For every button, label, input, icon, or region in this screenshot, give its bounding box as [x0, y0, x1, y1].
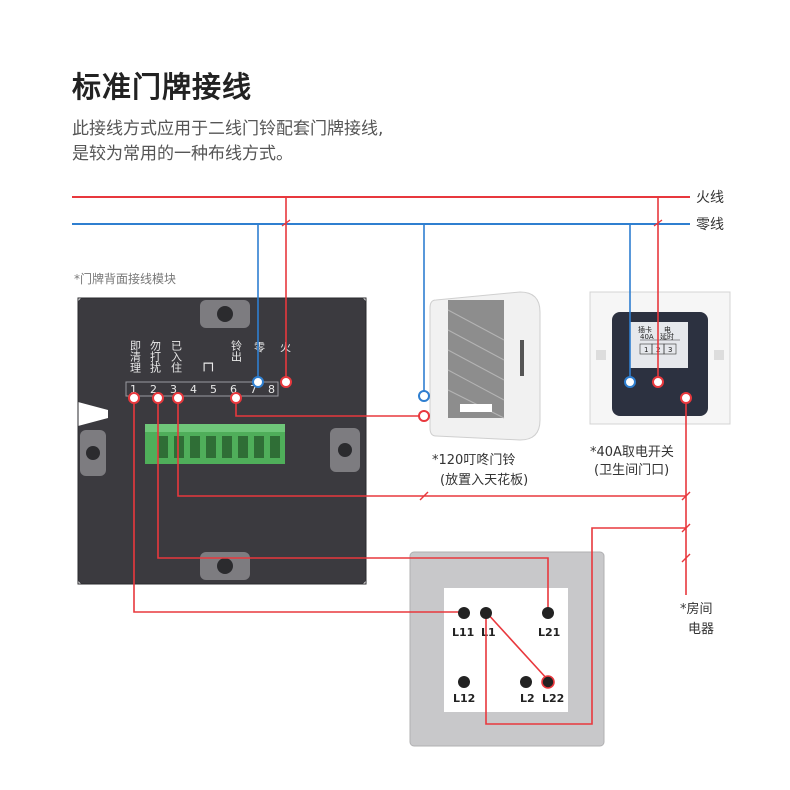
card-switch-label-power: 电 [664, 325, 671, 334]
terminal-5: 5 [210, 383, 217, 396]
wire-terminal-1-to-l11 [133, 398, 464, 613]
card-switch-device: 插卡 40A 延时 电 1 2 3 [589, 291, 731, 425]
terminal-3: 3 [170, 383, 177, 396]
wire-card-to-l1 [485, 527, 686, 725]
card-switch-caption-2: (卫生间门口) [594, 463, 669, 478]
doorbell-caption-2: (放置入天花板) [440, 472, 528, 488]
wire-terminal-3-to-card [177, 398, 686, 497]
doorbell-device [429, 291, 541, 441]
card-switch-label-delay: 延时 [660, 332, 674, 341]
switch-terminal-labels: L11 L1 L21 L12 L2 L22 [452, 626, 564, 705]
description-line-1: 此接线方式应用于二线门铃配套门牌接线, [72, 119, 384, 139]
terminal-2: 2 [150, 383, 157, 396]
node-card-live [652, 376, 664, 388]
node-terminal-6 [230, 392, 242, 404]
node-bell-signal [418, 410, 430, 422]
node-terminal-3 [172, 392, 184, 404]
dot-l11 [458, 607, 470, 619]
room-switch [409, 551, 605, 747]
wire-crossings [281, 219, 691, 563]
terminal-4: 4 [190, 383, 197, 396]
neutral-line-label: 零线 [696, 217, 724, 233]
node-card-out [680, 392, 692, 404]
dot-l2 [520, 676, 532, 688]
terminal-7: 7 [250, 383, 257, 396]
terminal-1: 1 [130, 383, 137, 396]
blue-wires [257, 224, 631, 396]
card-switch-terminal-1: 1 [644, 346, 648, 354]
description-line-2: 是较为常用的一种布线方式。 [72, 144, 293, 164]
node-terminal-7 [252, 376, 264, 388]
doorbell-caption-1: *120叮咚门铃 [432, 452, 515, 468]
wire-l1-l22 [485, 611, 549, 681]
switch-terminal-l21: L21 [538, 626, 560, 639]
node-terminal-2 [152, 392, 164, 404]
module-label-dnd: 勿打扰 [149, 340, 162, 373]
appliance-caption-1: *房间 [680, 601, 713, 617]
door-plate-module [77, 297, 367, 585]
module-label-cleanup: 即清理 [129, 340, 142, 373]
node-card-neutral [624, 376, 636, 388]
terminal-8: 8 [268, 383, 275, 396]
page-title: 标准门牌接线 [72, 70, 253, 104]
appliance-caption-2: 电器 [688, 622, 714, 637]
terminal-6: 6 [230, 383, 237, 396]
dot-l12 [458, 676, 470, 688]
dot-l1 [480, 607, 492, 619]
node-terminal-8 [280, 376, 292, 388]
module-label-neutral: 零 [254, 341, 265, 354]
switch-terminal-l2: L2 [520, 692, 535, 705]
module-terminals: 1 2 3 4 5 6 7 8 [125, 381, 279, 397]
switch-terminal-l11: L11 [452, 626, 474, 639]
node-bell-neutral [418, 390, 430, 402]
module-caption: *门牌背面接线模块 [74, 271, 176, 286]
switch-terminal-l22: L22 [542, 692, 564, 705]
switch-terminal-l1: L1 [481, 626, 496, 639]
connection-nodes [128, 376, 692, 422]
module-label-bell-out: 铃出 [230, 339, 243, 362]
relay-symbol: ┌┐ [200, 356, 217, 372]
card-switch-label-card: 插卡 [638, 325, 652, 334]
card-switch-caption-1: *40A取电开关 [590, 445, 674, 460]
live-line-label: 火线 [696, 190, 724, 206]
module-label-occupied: 已入住 [170, 340, 183, 373]
wire-terminal-2-to-l21 [157, 398, 549, 612]
node-terminal-1 [128, 392, 140, 404]
card-switch-terminal-3: 3 [668, 346, 672, 354]
dot-l21 [542, 607, 554, 619]
switch-terminal-dots [458, 607, 554, 688]
switch-terminal-l12: L12 [453, 692, 475, 705]
card-switch-label-40a: 40A [640, 333, 654, 341]
dot-l22 [542, 676, 554, 688]
